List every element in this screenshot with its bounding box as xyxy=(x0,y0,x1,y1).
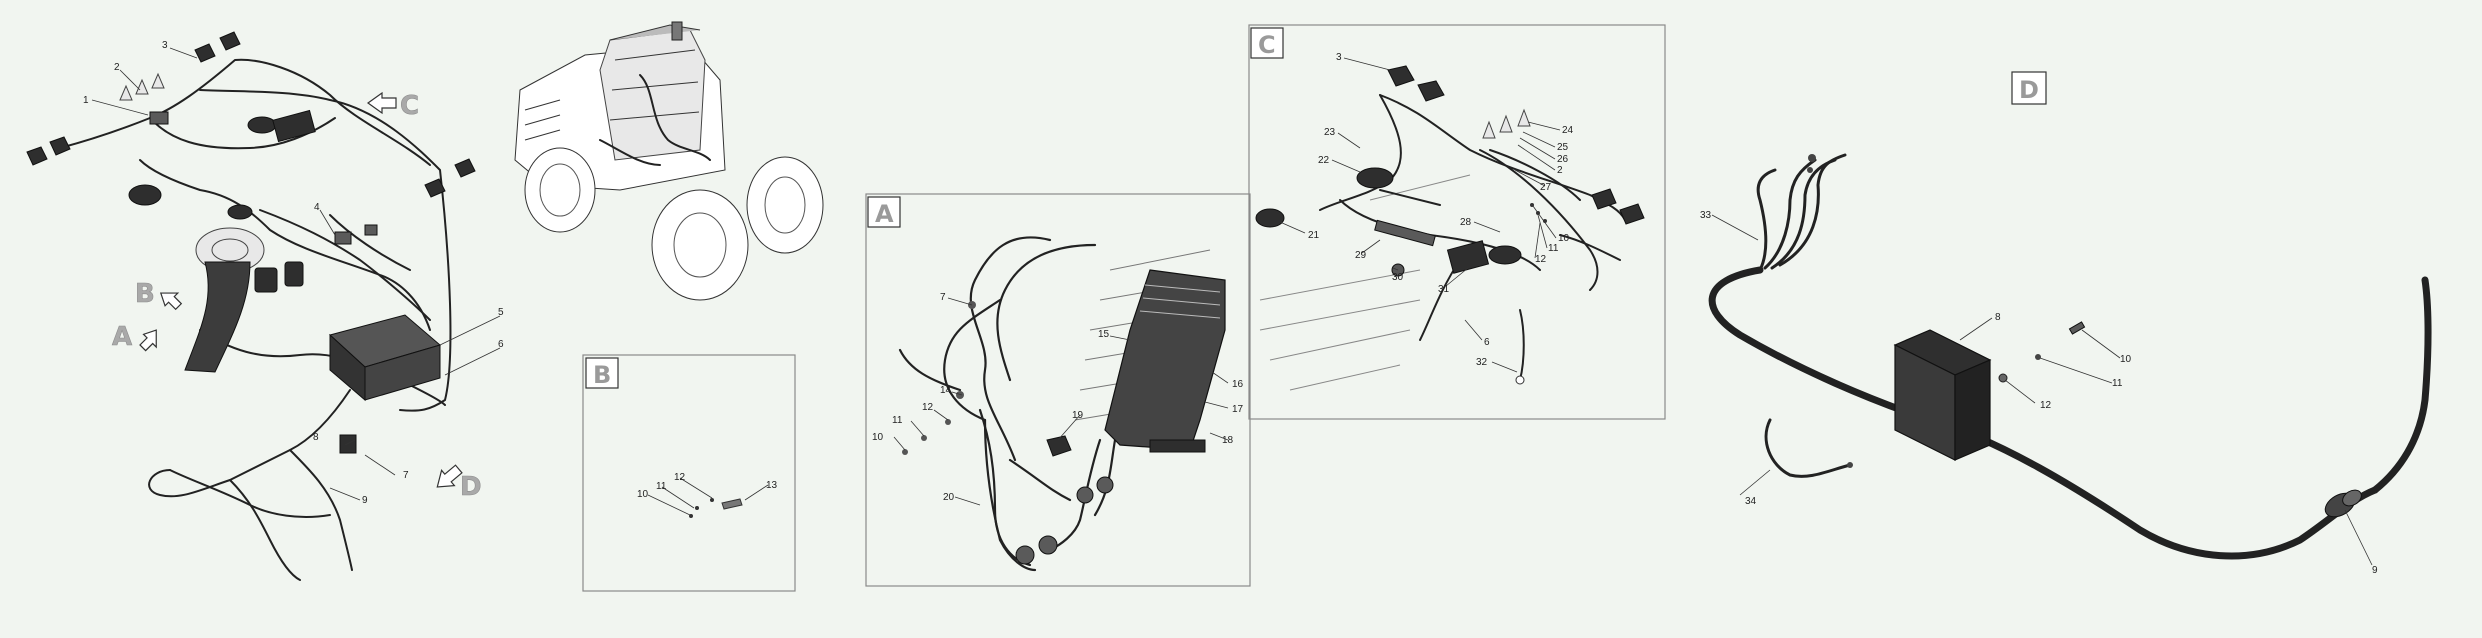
c-label-3: 3 xyxy=(1336,52,1342,63)
c-work-lamp-top xyxy=(1387,65,1445,102)
label-2: 2 xyxy=(114,62,120,73)
a-label-15: 15 xyxy=(1098,329,1110,340)
svg-text:B: B xyxy=(135,279,155,309)
tractor-rear-wheel-a xyxy=(651,189,749,301)
tractor-rear-wheel-b xyxy=(746,156,824,254)
c-label-6: 6 xyxy=(1484,337,1490,348)
c-label-22: 22 xyxy=(1318,155,1330,166)
steering-column-housing xyxy=(1104,269,1226,453)
callout-arrow-c: C xyxy=(366,91,419,121)
work-lamp-right xyxy=(424,158,476,198)
label-5: 5 xyxy=(498,307,504,318)
d-bolt-10 xyxy=(2068,321,2086,335)
c-work-lamp-right xyxy=(1591,188,1645,225)
a-label-16: 16 xyxy=(1232,379,1244,390)
svg-text:C: C xyxy=(400,91,419,121)
label-7: 7 xyxy=(403,470,409,481)
c-label-23: 23 xyxy=(1324,127,1336,138)
work-lamp-top xyxy=(194,31,241,63)
c-speaker-31 xyxy=(1488,245,1522,265)
c-label-29: 29 xyxy=(1355,250,1367,261)
beacon-lights xyxy=(119,72,165,101)
callout-arrow-d: D xyxy=(436,464,482,502)
a-label-18: 18 xyxy=(1222,435,1234,446)
d-label-11: 11 xyxy=(2112,378,2123,389)
b-label-10: 10 xyxy=(637,489,649,500)
detail-a: A xyxy=(865,193,1251,587)
detail-a-title: A xyxy=(875,200,894,228)
detail-d-title: D xyxy=(2019,76,2039,104)
c-speaker-21 xyxy=(1255,208,1285,228)
c-label-12: 12 xyxy=(1535,254,1547,265)
c-relay-bar-29 xyxy=(1374,219,1436,247)
speaker-left xyxy=(128,184,162,206)
c-label-2: 2 xyxy=(1557,165,1563,176)
module-8 xyxy=(339,434,357,454)
d-round-connector xyxy=(2324,489,2362,518)
c-label-25: 25 xyxy=(1557,142,1569,153)
callout-arrow-a: A xyxy=(112,322,157,352)
c-beacon-lights xyxy=(1482,108,1531,139)
connector-1 xyxy=(149,111,169,125)
d-label-10: 10 xyxy=(2120,354,2132,365)
d-label-8: 8 xyxy=(1995,312,2001,323)
b-label-13: 13 xyxy=(766,480,778,491)
c-speaker-22 xyxy=(1356,167,1394,189)
d-label-9: 9 xyxy=(2372,565,2378,576)
c-label-32: 32 xyxy=(1476,357,1488,368)
tractor-front-wheel xyxy=(524,147,596,233)
label-9: 9 xyxy=(362,495,368,506)
label-8: 8 xyxy=(313,432,319,443)
a-label-10: 10 xyxy=(872,432,884,443)
connector-4 xyxy=(334,231,352,245)
d-label-12: 12 xyxy=(2040,400,2052,411)
c-label-21: 21 xyxy=(1308,230,1320,241)
detail-c: C xyxy=(1248,24,1666,420)
work-lamp-left xyxy=(26,136,71,166)
label-4: 4 xyxy=(314,202,320,213)
c-label-31: 31 xyxy=(1438,284,1450,295)
a-label-12: 12 xyxy=(922,402,934,413)
main-control-box xyxy=(328,314,442,402)
label-6: 6 xyxy=(498,339,504,350)
label-1: 1 xyxy=(83,95,89,106)
b-label-11: 11 xyxy=(656,481,667,492)
detail-d: D xyxy=(1700,71,2432,576)
a-label-17: 17 xyxy=(1232,404,1244,415)
c-label-27: 27 xyxy=(1540,182,1552,193)
speaker-lower xyxy=(227,204,253,220)
c-label-30: 30 xyxy=(1392,272,1404,283)
detail-c-title: C xyxy=(1258,31,1276,59)
detail-b: B 10 11 12 13 xyxy=(582,354,796,592)
label-3: 3 xyxy=(162,40,168,51)
a-label-7: 7 xyxy=(940,292,946,303)
connector-plugs-a xyxy=(1015,476,1114,565)
d-label-34: 34 xyxy=(1745,496,1757,507)
detail-b-title: B xyxy=(593,361,611,389)
d-control-box xyxy=(1893,329,1992,461)
a-label-14: 14 xyxy=(940,385,952,396)
tractor-illustration xyxy=(514,21,824,301)
a-label-11: 11 xyxy=(892,415,903,426)
switch-19 xyxy=(1046,435,1072,457)
svg-text:D: D xyxy=(460,472,482,502)
c-label-11: 11 xyxy=(1548,243,1559,254)
speaker-top xyxy=(247,116,277,134)
callout-arrow-b: B xyxy=(135,279,183,311)
steering-column xyxy=(184,227,304,373)
main-overview: 1 2 3 4 5 6 7 8 9 C B A D xyxy=(26,31,504,581)
control-module-top xyxy=(272,109,316,143)
c-label-28: 28 xyxy=(1460,217,1472,228)
c-label-24: 24 xyxy=(1562,125,1574,136)
connector-4b xyxy=(364,224,378,236)
c-label-10: 10 xyxy=(1558,233,1570,244)
svg-text:A: A xyxy=(112,322,132,352)
a-label-20: 20 xyxy=(943,492,955,503)
c-control-module xyxy=(1446,240,1490,274)
b-label-12: 12 xyxy=(674,472,686,483)
d-label-33: 33 xyxy=(1700,210,1712,221)
c-label-26: 26 xyxy=(1557,154,1569,165)
a-label-19: 19 xyxy=(1072,410,1084,421)
